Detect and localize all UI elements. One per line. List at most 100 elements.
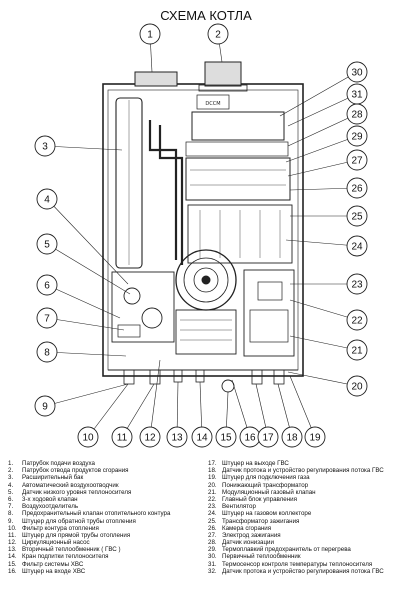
callout-label: 10 xyxy=(82,433,94,444)
leader-24 xyxy=(285,239,358,247)
callout-label: 25 xyxy=(351,212,363,223)
legend-item: 8.Предохранительный клапан отопительного… xyxy=(8,510,204,517)
leader-30 xyxy=(279,71,358,117)
legend-item-number: 13. xyxy=(8,546,17,554)
legend-item-number: 31. xyxy=(208,560,217,568)
legend-item: 12.Циркуляционный насос xyxy=(8,539,204,546)
hydraulic-group xyxy=(111,271,175,343)
callout-14: 14 xyxy=(191,426,213,448)
callout-label: 6 xyxy=(44,281,50,292)
callout-label: 12 xyxy=(144,433,156,444)
leader-28 xyxy=(287,113,358,147)
legend-item: 23.Вентилятор xyxy=(208,503,408,510)
callout-9: 9 xyxy=(34,395,56,417)
callout-label: 15 xyxy=(220,433,232,444)
callout-3: 3 xyxy=(34,135,56,157)
legend-item-text: Термоплавкий предохранитель от перегрева xyxy=(222,546,351,554)
legend-item-text: 3-х ходовой клапан xyxy=(22,495,78,503)
callout-label: 23 xyxy=(351,280,363,291)
legend-item: 22.Главный блок управления xyxy=(208,496,408,503)
callout-12: 12 xyxy=(139,426,161,448)
legend-item-number: 8. xyxy=(8,510,14,518)
legend-item-text: Расширительный бак xyxy=(22,474,84,482)
leader-26 xyxy=(289,187,358,191)
callout-23: 23 xyxy=(346,273,368,295)
boiler-diagram: СХЕМА КОТЛА DCCM xyxy=(34,8,368,448)
primary-heat-exchanger xyxy=(191,111,285,141)
callout-label: 8 xyxy=(44,348,50,359)
legend-item-text: Первичный теплообменник xyxy=(222,553,301,561)
control-block xyxy=(243,269,295,357)
hatch-label: DCCM xyxy=(205,101,220,107)
legend-item: 30. Первичный теплообменник xyxy=(208,553,408,560)
callout-label: 14 xyxy=(196,433,208,444)
callout-label: 27 xyxy=(351,156,363,167)
legend-item-text: Кран подпитки теплоносителя xyxy=(22,553,109,561)
callout-6: 6 xyxy=(36,274,58,296)
callout-16: 16 xyxy=(239,426,261,448)
leader-5 xyxy=(46,243,131,295)
legend-item-text: Фильтр контура отопления xyxy=(22,524,99,532)
legend-item-number: 3. xyxy=(8,474,14,482)
callout-label: 5 xyxy=(44,240,50,251)
callout-label: 20 xyxy=(351,382,363,393)
legend-item-number: 10. xyxy=(8,524,17,532)
legend-item: 9.Штуцер для обратной трубы отопления xyxy=(8,518,204,525)
legend-item-text: Главный блок управления xyxy=(222,495,297,503)
legend-item: 27.Электрод зажигания xyxy=(208,532,408,539)
legend-item-text: Вторичный теплообменник ( ГВС ) xyxy=(22,546,121,554)
legend-item-text: Патрубок отвода продуктов сгорания xyxy=(22,467,129,475)
legend-item-text: Штуцер для обратной трубы отопления xyxy=(22,517,136,525)
callout-label: 13 xyxy=(171,433,183,444)
air-intake-pipe xyxy=(134,71,178,87)
legend-item-number: 11. xyxy=(8,531,17,539)
callout-label: 26 xyxy=(351,184,363,195)
legend-item-number: 29. xyxy=(208,546,217,554)
leader-29 xyxy=(285,135,358,163)
callout-label: 1 xyxy=(147,30,153,41)
callout-label: 16 xyxy=(244,433,256,444)
legend-item-text: Автоматический воздухоотводчик xyxy=(22,481,119,489)
legend-item-text: Датчик протока и устройство регулировани… xyxy=(222,467,384,475)
legend-item-number: 14. xyxy=(8,553,17,561)
legend-item: 24.Штуцер на газовом коллекторе xyxy=(208,510,408,517)
legend-item: 31.Термосенсор контроля температуры тепл… xyxy=(208,561,408,568)
legend-item-text: Вентилятор xyxy=(222,503,256,511)
legend-item: 25.Трансформатор зажигания xyxy=(208,518,408,525)
callout-label: 11 xyxy=(117,433,128,444)
diagram-title: СХЕМА КОТЛА xyxy=(160,8,252,23)
legend-item-number: 24. xyxy=(208,510,217,518)
legend-item: 17.Штуцер на выходе ГВС xyxy=(208,460,408,467)
legend-item: 26.Камера сгорания xyxy=(208,525,408,532)
legend-item: 15.Фильтр системы ХВС xyxy=(8,561,204,568)
callout-4: 4 xyxy=(36,188,58,210)
callout-1: 1 xyxy=(139,23,161,45)
legend-item: 13. Вторичный теплообменник ( ГВС ) xyxy=(8,546,204,553)
callout-label: 19 xyxy=(309,433,321,444)
legend-item-number: 20. xyxy=(208,481,217,489)
legend-item: 32.Датчик протока и устройство регулиров… xyxy=(208,568,408,575)
callout-13: 13 xyxy=(166,426,188,448)
leader-4 xyxy=(46,198,129,285)
legend-item: 21.Модуляционный газовый клапан xyxy=(208,489,408,496)
legend-item-number: 7. xyxy=(8,503,14,511)
legend-item-number: 1. xyxy=(8,460,14,467)
callout-22: 22 xyxy=(346,309,368,331)
legend-item-text: Электрод зажигания xyxy=(222,531,281,539)
callout-24: 24 xyxy=(346,235,368,257)
legend-item-text: Фильтр системы ХВС xyxy=(22,560,84,568)
legend-item-number: 30. xyxy=(208,553,217,561)
callout-label: 3 xyxy=(42,142,48,153)
callout-21: 21 xyxy=(346,339,368,361)
leader-21 xyxy=(289,335,358,351)
legend-item-text: Воздухоотделитель xyxy=(22,503,79,511)
legend-item-text: Камера сгорания xyxy=(222,524,272,532)
callout-29: 29 xyxy=(346,125,368,147)
legend-item: 2.Патрубок отвода продуктов сгорания xyxy=(8,467,204,474)
legend-item-text: Штуцер для подключения газа xyxy=(222,474,310,482)
legend-item-text: Штуцер для прямой трубы отопления xyxy=(22,531,131,539)
callout-label: 28 xyxy=(351,110,363,121)
legend-item: 20.Понижающий трансформатор xyxy=(208,482,408,489)
